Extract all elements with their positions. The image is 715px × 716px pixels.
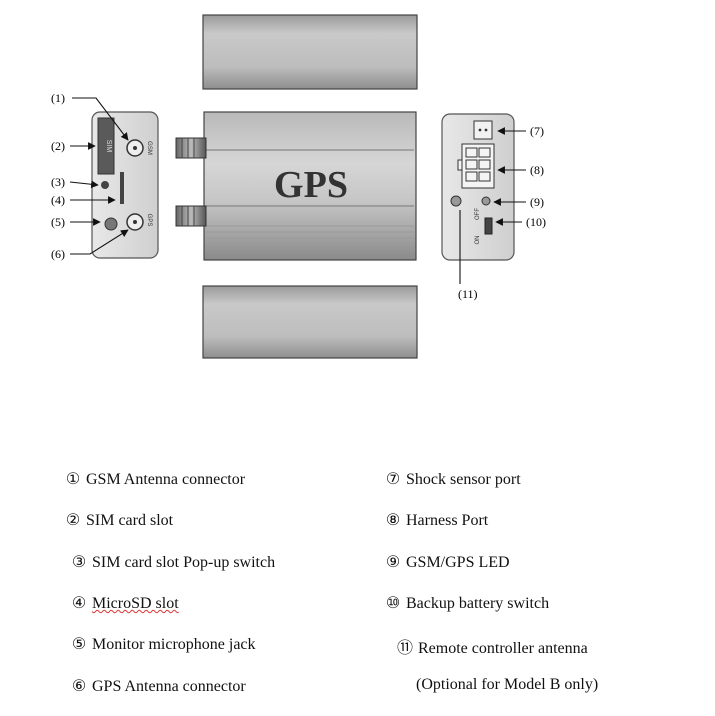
leader-lines	[69, 97, 526, 284]
callout-4: (4)	[51, 193, 65, 207]
sim-label: SIM	[105, 140, 112, 153]
callout-6: (6)	[51, 247, 65, 261]
backup-battery-switch	[484, 217, 493, 235]
sim-popup-switch	[101, 181, 109, 189]
on-label: ON	[475, 236, 481, 245]
brand-text: GPS	[274, 164, 348, 206]
gps-label: GPS	[146, 214, 152, 227]
back-panel: OFF ON	[441, 113, 515, 261]
main-body: GPS	[203, 111, 417, 261]
legend-item-11-note: (Optional for Model B only)	[416, 676, 599, 693]
harness-port	[457, 143, 495, 189]
off-label: OFF	[475, 208, 481, 220]
bottom-plate	[202, 285, 418, 359]
callout-2: (2)	[51, 139, 65, 153]
top-plate	[202, 14, 418, 90]
status-led-left	[450, 195, 462, 207]
callout-7: (7)	[530, 124, 544, 138]
device-exploded-diagram: GPS SIM GSM GPS	[51, 14, 546, 359]
callout-11: (11)	[458, 287, 478, 301]
callout-9: (9)	[530, 195, 544, 209]
body-connector-top	[175, 137, 207, 159]
front-panel: SIM GSM GPS	[91, 111, 159, 259]
microsd-slot	[120, 172, 124, 204]
body-connector-bottom	[175, 205, 207, 227]
callout-3: (3)	[51, 175, 65, 189]
gsm-gps-led	[481, 196, 491, 206]
callout-1: (1)	[51, 91, 65, 105]
sim-card-slot	[97, 117, 115, 175]
gsm-label: GSM	[146, 141, 152, 155]
shock-sensor-port	[473, 120, 493, 140]
callout-5: (5)	[51, 215, 65, 229]
callout-10: (10)	[526, 215, 546, 229]
microphone-jack	[104, 217, 118, 231]
callout-8: (8)	[530, 163, 544, 177]
